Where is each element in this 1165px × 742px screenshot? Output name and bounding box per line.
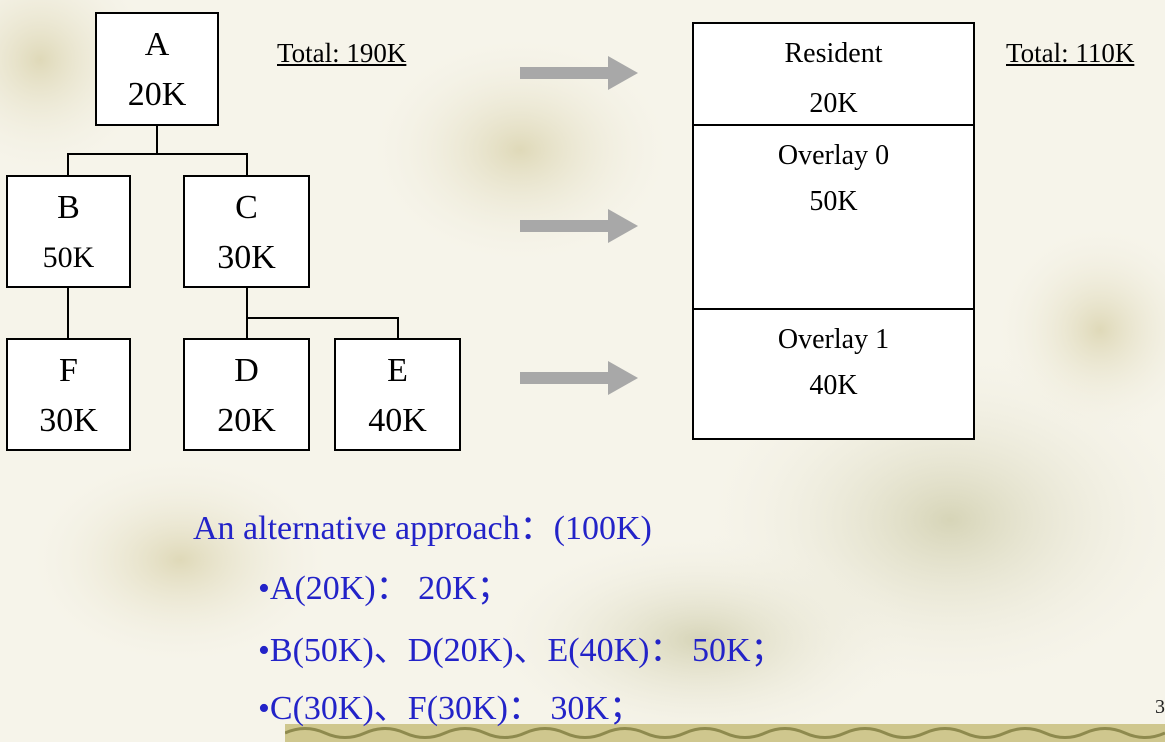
alternative-title: An alternative approach：(100K) [193, 510, 652, 547]
connector [67, 288, 69, 339]
page-number: 3 [1155, 696, 1165, 718]
node-a-size: 20K [127, 76, 187, 113]
arrow-right-icon [520, 361, 638, 395]
node-f-name: F [59, 352, 78, 389]
connector [246, 288, 248, 339]
segment-name: Overlay 0 [777, 140, 890, 171]
alternative-item: •C(30K)、F(30K)： 30K； [258, 690, 643, 727]
node-b-name: B [57, 189, 80, 226]
connector [397, 317, 399, 339]
arrow-right-icon [520, 209, 638, 243]
tree-total-label: Total: 190K [277, 38, 407, 68]
tree-node-c: C 30K [183, 175, 310, 288]
connector [67, 153, 247, 155]
segment-size: 50K [809, 186, 858, 217]
node-b-size: 50K [42, 241, 95, 274]
alternative-item: •B(50K)、D(20K)、E(40K)： 50K； [258, 632, 785, 669]
memory-segment-resident: Resident 20K [692, 22, 975, 126]
alternative-item: •A(20K)： 20K； [258, 570, 511, 607]
memory-segment-overlay-0: Overlay 0 50K [692, 124, 975, 310]
decorative-border [285, 724, 1165, 742]
connector [246, 153, 248, 176]
node-a-name: A [144, 26, 170, 63]
tree-node-e: E 40K [334, 338, 461, 451]
memory-segment-overlay-1: Overlay 1 40K [692, 308, 975, 440]
connector [67, 153, 69, 176]
tree-node-d: D 20K [183, 338, 310, 451]
node-c-size: 30K [217, 239, 276, 276]
segment-name: Overlay 1 [777, 324, 890, 355]
segment-size: 20K [809, 88, 858, 119]
node-d-name: D [234, 352, 259, 389]
node-d-size: 20K [217, 402, 276, 439]
segment-name: Resident [784, 38, 883, 69]
node-f-size: 30K [39, 402, 98, 439]
node-e-size: 40K [368, 402, 427, 439]
node-c-name: C [235, 189, 258, 226]
tree-node-b: B 50K [6, 175, 131, 288]
segment-size: 40K [809, 370, 858, 401]
tree-node-a: A 20K [95, 12, 219, 126]
arrow-right-icon [520, 56, 638, 90]
tree-node-f: F 30K [6, 338, 131, 451]
memory-total-label: Total: 110K [1006, 38, 1135, 68]
node-e-name: E [387, 352, 408, 389]
connector [246, 317, 399, 319]
connector [156, 126, 158, 154]
